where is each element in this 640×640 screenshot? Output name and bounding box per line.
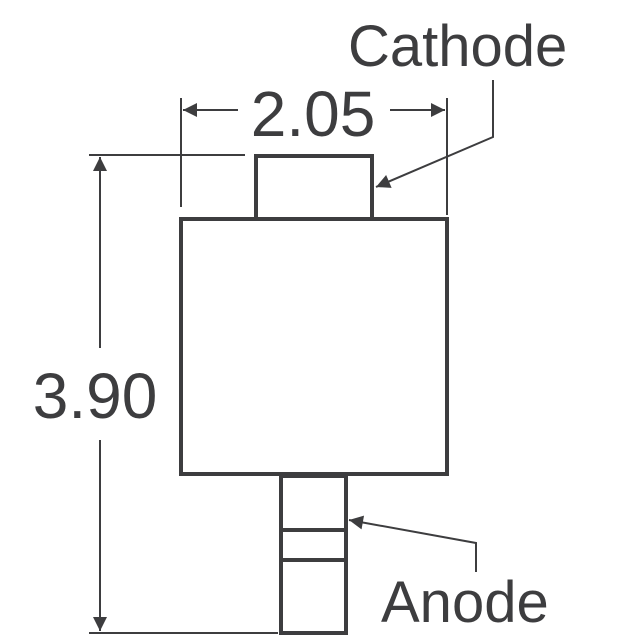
width-dimension-value: 2.05 [251,78,376,150]
height-dimension-value: 3.90 [33,360,158,432]
anode-leader-line [348,515,477,572]
anode-lead [279,474,348,635]
cathode-tab [254,154,374,219]
anode-label: Anode [381,570,549,635]
cathode-leader-line [375,80,494,188]
cathode-label: Cathode [348,14,567,79]
package-body [179,217,449,476]
